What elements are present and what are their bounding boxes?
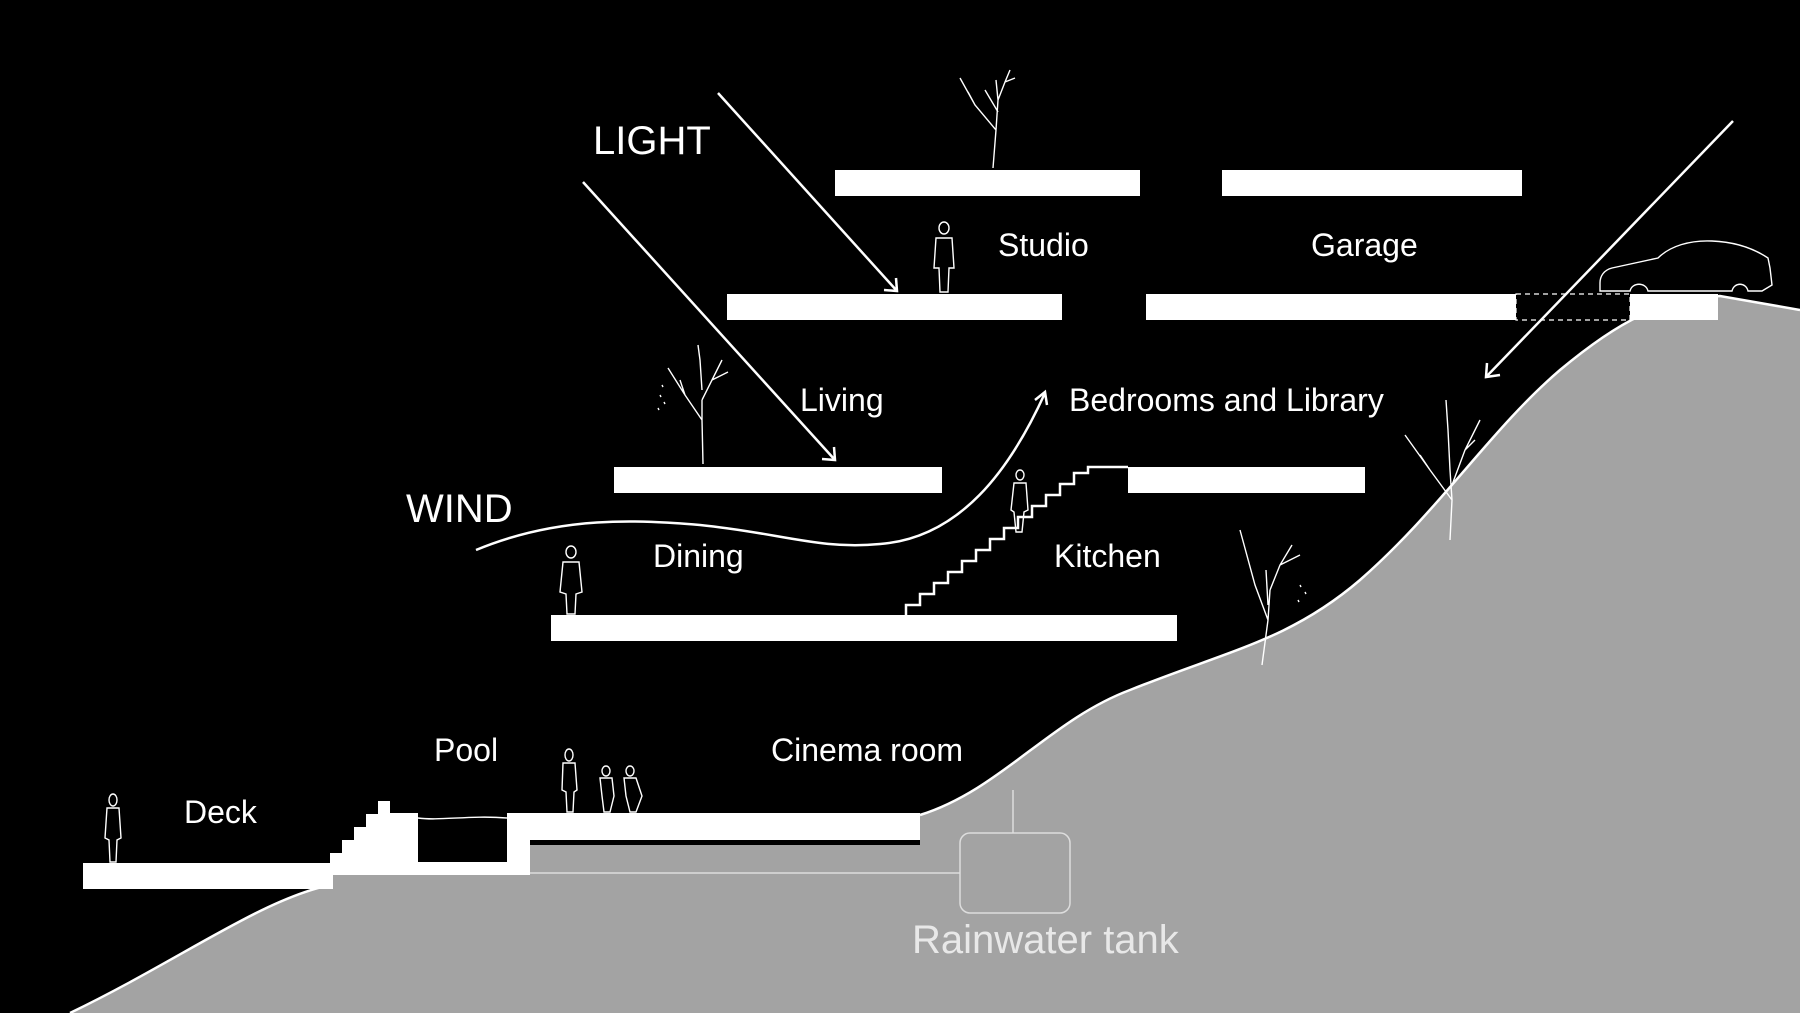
people-icon-cinema: [561, 748, 643, 813]
tree-icon-bedrooms: [1404, 399, 1481, 541]
room-label-cinema-room: Cinema room: [771, 732, 963, 768]
wind-label: WIND: [406, 487, 513, 531]
light-arrow-2-head: [821, 446, 837, 462]
floor-slab-studio: [727, 294, 1062, 320]
roof-slab-garage: [1222, 170, 1522, 196]
floor-slab-garage: [1146, 294, 1516, 320]
cinema-slab-edge: [518, 838, 530, 875]
rainwater-tank: [959, 832, 1071, 914]
light-label: LIGHT: [593, 119, 711, 163]
hillside-outline-upper: [919, 294, 1800, 817]
room-label-garage: Garage: [1311, 227, 1418, 263]
floor-slab-dining-kitchen: [551, 615, 1177, 641]
light-arrow-1-head: [883, 277, 899, 293]
wind-arrow-head: [1034, 389, 1049, 406]
person-icon-stairs: [1010, 469, 1029, 533]
car-icon: [1599, 240, 1773, 292]
pool-water-line: [417, 816, 508, 820]
floor-slab-bedrooms: [1128, 467, 1365, 493]
person-icon-dining: [559, 545, 583, 615]
floor-slab-living: [614, 467, 942, 493]
deck-slab: [83, 863, 333, 889]
label-rainwater-tank: Rainwater tank: [912, 918, 1180, 962]
cinema-slab: [518, 813, 920, 840]
person-icon-deck: [104, 793, 122, 863]
room-label-deck: Deck: [184, 794, 258, 830]
light-arrow-1: [717, 92, 898, 292]
room-label-studio: Studio: [998, 227, 1089, 263]
light-arrow-3: [1485, 120, 1734, 378]
pool-steps: [330, 801, 390, 875]
room-label-kitchen: Kitchen: [1054, 538, 1161, 574]
tree-icon-kitchen: [1239, 529, 1307, 666]
light-arrow-3-head: [1484, 362, 1501, 379]
driveway-slab: [1630, 294, 1718, 320]
room-label-living: Living: [800, 382, 884, 418]
room-label-pool: Pool: [434, 732, 498, 768]
tree-icon-roof: [959, 69, 1016, 169]
light-arrow-2: [582, 181, 836, 461]
person-icon-studio: [933, 221, 955, 293]
room-label-dining: Dining: [653, 538, 744, 574]
staircase: [904, 465, 1128, 615]
wind-arrow: [475, 392, 1047, 552]
hillside-ground: [70, 296, 1800, 1013]
roof-slab-studio: [835, 170, 1140, 196]
room-label-bedrooms-library: Bedrooms and Library: [1069, 382, 1384, 418]
hillside-outline: [69, 883, 331, 1013]
tree-icon-living: [657, 344, 729, 465]
pool-basin: [390, 813, 530, 875]
